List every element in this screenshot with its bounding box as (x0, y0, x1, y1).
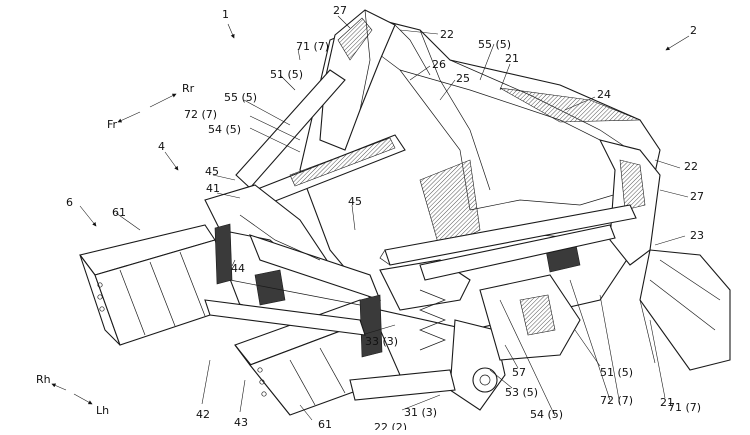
label-45-center: 45 (348, 195, 362, 208)
label-41: 41 (206, 182, 220, 195)
label-24: 24 (597, 88, 611, 101)
label-42: 42 (196, 408, 210, 421)
front-subframe (204, 184, 381, 321)
crash-box (204, 279, 366, 336)
direction-arrows-bottom (51, 383, 93, 405)
label-72-top: 72 (7) (184, 108, 217, 121)
label-51-bottom: 51 (5) (600, 366, 633, 379)
label-51-top: 51 (5) (270, 68, 303, 81)
label-27-right: 27 (690, 190, 704, 203)
label-6: 6 (66, 196, 73, 209)
label-57: 57 (512, 366, 526, 379)
label-54-bottom: 54 (5) (530, 408, 563, 421)
bumper-beam (79, 223, 401, 416)
label-4: 4 (158, 140, 165, 153)
label-27-top: 27 (333, 4, 347, 17)
label-23: 23 (690, 229, 704, 242)
direction-labels: Fr Rr Rh Lh (36, 82, 195, 417)
label-33: 33 (3) (365, 335, 398, 348)
label-43: 43 (234, 416, 248, 429)
right-front-member (419, 224, 616, 361)
label-1: 1 (222, 8, 229, 21)
direction-fr: Fr (107, 118, 118, 131)
label-21-bottom: 21 (660, 396, 674, 409)
direction-lh: Lh (96, 404, 109, 417)
label-55-right: 55 (5) (478, 38, 511, 51)
label-54-top: 54 (5) (208, 123, 241, 136)
direction-rr: Rr (182, 82, 195, 95)
rear-cross-member (379, 204, 637, 266)
label-55-top: 55 (5) (224, 91, 257, 104)
label-71-top: 71 (7) (296, 40, 329, 53)
label-22-top: 22 (440, 28, 454, 41)
label-72-bottom: 72 (7) (600, 394, 633, 407)
reference-labels: 1 2 4 6 21 21 22 22 22 (2) 23 24 25 26 2… (66, 4, 704, 434)
direction-rh: Rh (36, 373, 51, 386)
leader-lines (79, 15, 690, 421)
label-26: 26 (432, 58, 446, 71)
label-53: 53 (5) (505, 386, 538, 399)
label-61-bottom: 61 (318, 418, 332, 430)
label-44: 44 (231, 262, 245, 275)
label-31: 31 (3) (404, 406, 437, 419)
label-2: 2 (690, 24, 697, 37)
label-21-top: 21 (505, 52, 519, 65)
label-25: 25 (456, 72, 470, 85)
direction-arrows-top (117, 93, 177, 123)
right-side-frame (598, 139, 731, 371)
label-71-bottom: 71 (7) (668, 401, 701, 414)
label-45-left: 45 (205, 165, 219, 178)
label-61-left: 61 (112, 206, 126, 219)
label-22-right: 22 (684, 160, 698, 173)
label-22-bottom: 22 (2) (374, 421, 407, 430)
